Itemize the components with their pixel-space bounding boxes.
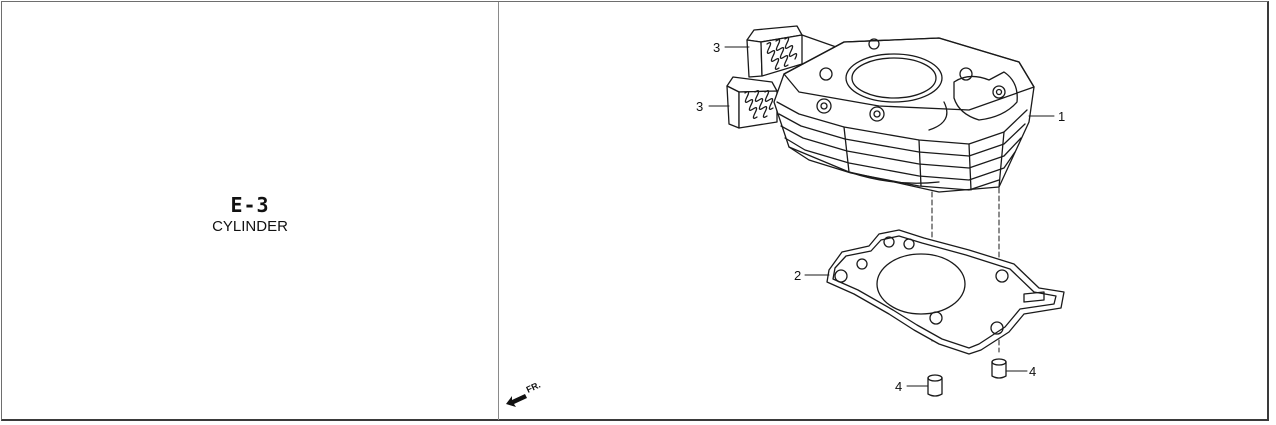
front-arrow-icon bbox=[506, 394, 527, 407]
front-label: FR. bbox=[525, 380, 542, 395]
part-4-dowel-left bbox=[927, 374, 943, 397]
part-3-lower bbox=[726, 76, 778, 129]
exploded-parts-diagram: 3 3 1 2 4 4 FR. bbox=[506, 25, 1065, 407]
part-1-cylinder bbox=[773, 37, 1035, 193]
section-name: CYLINDER bbox=[212, 218, 288, 235]
callout-4-left: 4 bbox=[895, 379, 902, 394]
callout-1: 1 bbox=[1058, 109, 1065, 124]
part-3-upper bbox=[746, 25, 840, 78]
section-code: E-3 bbox=[230, 193, 270, 217]
front-direction-marker: FR. bbox=[506, 380, 542, 407]
panel-divider bbox=[498, 2, 499, 420]
section-title-panel: E-3 CYLINDER bbox=[2, 2, 498, 420]
part-4-dowel-right bbox=[991, 358, 1007, 379]
callout-3-lower: 3 bbox=[696, 99, 703, 114]
diagram-panel: 3 3 1 2 4 4 FR. bbox=[499, 2, 1267, 420]
part-2-gasket bbox=[826, 229, 1065, 355]
callout-2: 2 bbox=[794, 268, 801, 283]
callout-3-upper: 3 bbox=[713, 40, 720, 55]
callout-4-right: 4 bbox=[1029, 364, 1036, 379]
